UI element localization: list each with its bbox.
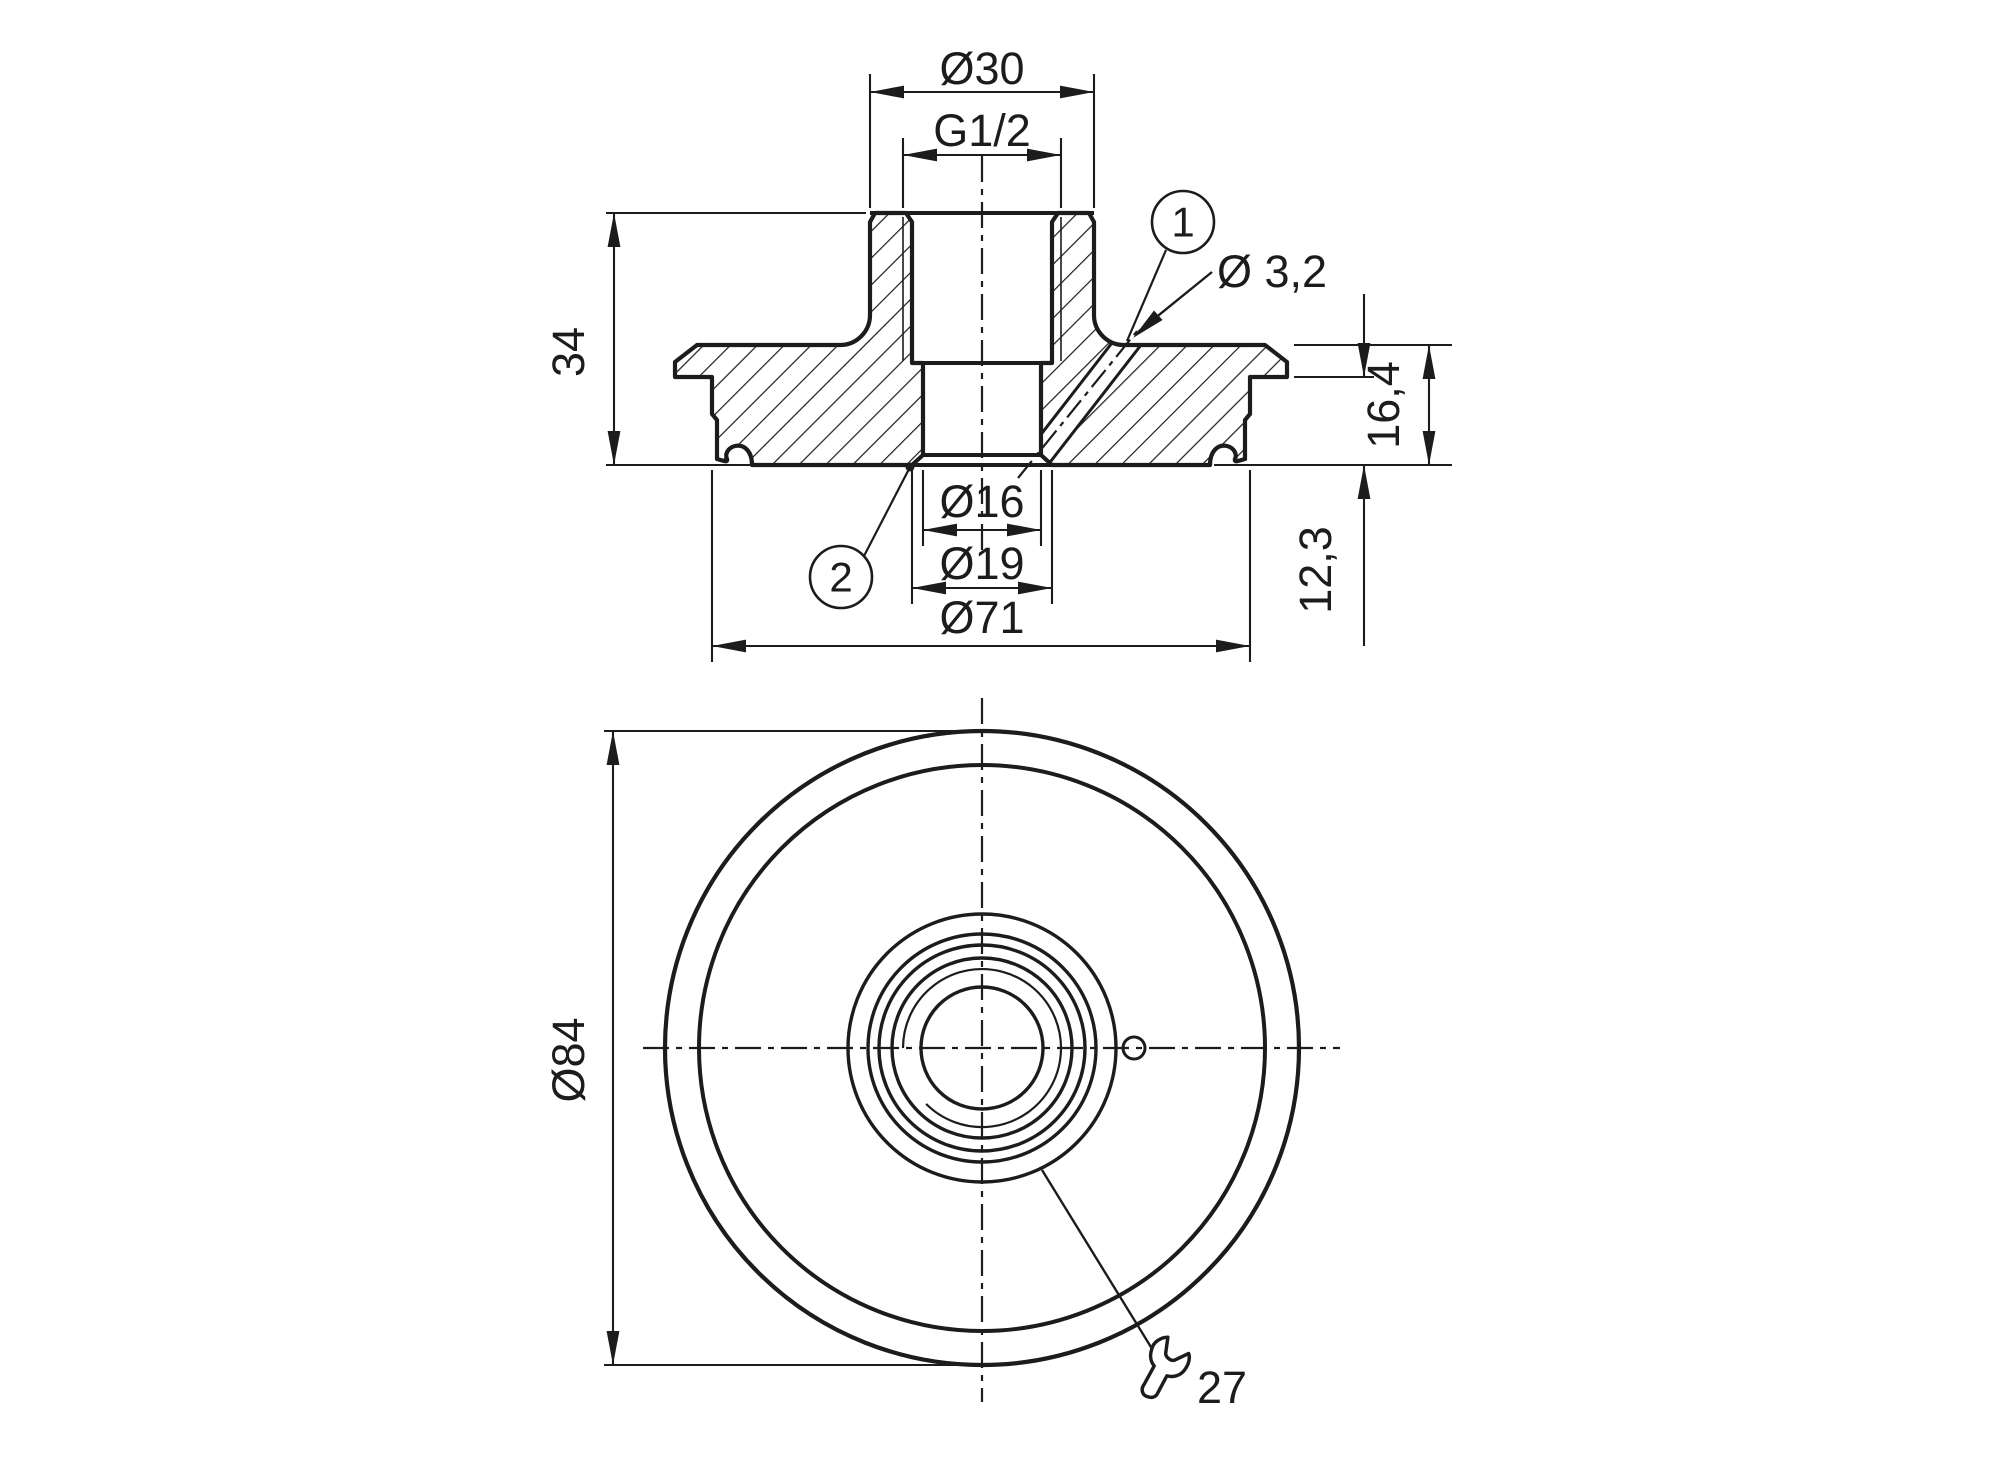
wrench-size-label: 27 [1197,1362,1247,1413]
wrench-size-callout: 27 [1040,1169,1247,1413]
dim-thread-label: G1/2 [933,105,1031,156]
callout-2-label: 2 [829,554,852,601]
dim-bore-diameter-label: Ø16 [939,476,1024,527]
callout-1-balloon: 1 [1125,189,1216,342]
section-material-hatch [675,213,1287,465]
dim-overall-height-label: 34 [543,327,594,377]
dim-collar-height-label: 12,3 [1290,526,1341,614]
dim-sealing-diameter-label: Ø71 [939,592,1024,643]
dim-sealing-diameter: Ø71 [710,470,1252,662]
dim-counterbore-diameter: Ø19 [910,470,1054,604]
plan-view: Ø84 27 [543,698,1340,1413]
dim-hole-diameter-label: Ø 3,2 [1217,246,1327,297]
dim-counterbore-diameter-label: Ø19 [939,538,1024,589]
section-dimensions: Ø30 G1/2 34 16,4 [543,43,1452,662]
dim-flange-heights: 16,4 12,3 [1214,294,1452,646]
dim-flange-height-label: 16,4 [1358,361,1409,449]
hole-axis-centerline [1017,329,1139,479]
dim-outer-diameter: Ø84 [543,729,984,1367]
dim-outer-diameter-label: Ø84 [543,1017,594,1102]
dim-thread: G1/2 [901,105,1063,208]
dim-neck-diameter-label: Ø30 [939,43,1024,94]
dim-hole-diameter: Ø 3,2 [1128,246,1327,343]
dim-bore-diameter: Ø16 [921,470,1043,546]
wrench-icon [1140,1335,1191,1400]
section-outline [672,210,1290,468]
callout-2-balloon: 2 [808,462,915,610]
dim-neck-diameter: Ø30 [868,43,1096,208]
section-view [672,156,1290,556]
thread-root-arc [901,967,1063,1129]
dim-overall-height: 34 [543,211,866,467]
callout-1-label: 1 [1171,199,1194,246]
